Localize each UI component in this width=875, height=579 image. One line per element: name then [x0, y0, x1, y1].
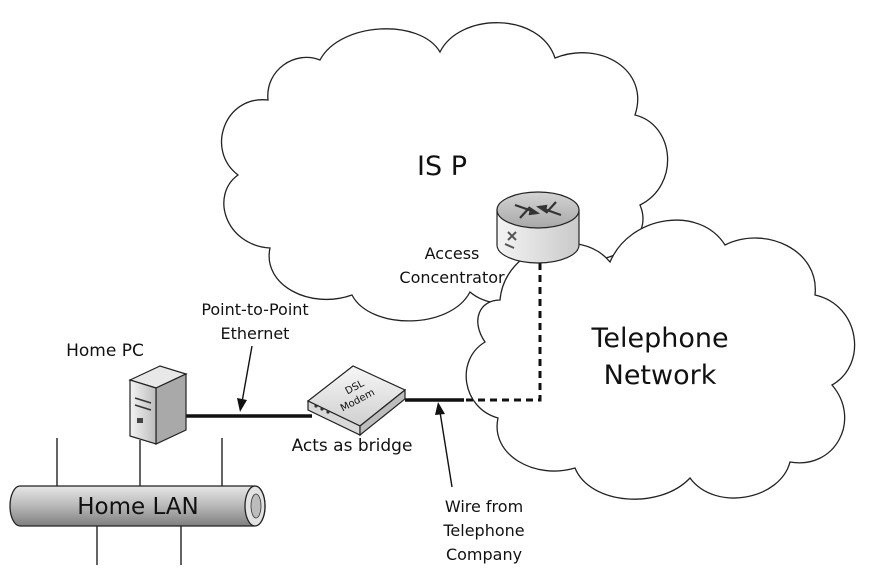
isp-label: IS P	[417, 151, 467, 182]
dashed-link-line	[462, 263, 542, 402]
router-icon	[496, 191, 580, 264]
ethernet-pointer-arrow	[237, 345, 253, 412]
dsl-modem-icon	[306, 365, 407, 437]
lan-drop-lines	[56, 438, 223, 565]
home-pc-label: Home PC	[66, 341, 144, 361]
home-lan-label: Home LAN	[77, 494, 199, 520]
home-lan-bus	[9, 485, 266, 527]
access-concentrator-label-line1: Access	[425, 244, 480, 263]
wire-pointer-arrow	[435, 402, 453, 488]
wire-label-line2: Telephone	[442, 521, 524, 540]
telephone-network-label-line2: Network	[604, 360, 717, 391]
ethernet-label-line2: Ethernet	[221, 324, 290, 343]
ethernet-label-line1: Point-to-Point	[201, 300, 308, 319]
telephone-network-label-line1: Telephone	[590, 323, 728, 354]
telephone-cloud	[465, 219, 856, 500]
access-concentrator-label-line2: Concentrator	[399, 268, 505, 287]
server-tower-icon	[128, 365, 188, 445]
wire-label-line3: Company	[446, 545, 522, 564]
acts-as-bridge-label: Acts as bridge	[292, 436, 413, 456]
wire-label-line1: Wire from	[445, 497, 523, 516]
